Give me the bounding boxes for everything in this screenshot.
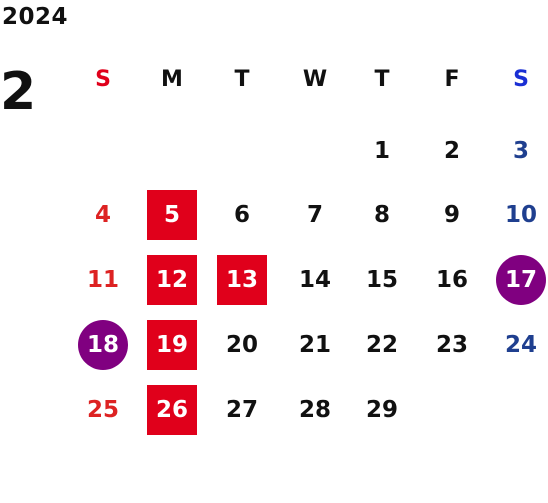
day-cell-24[interactable]: 24 [504,332,537,358]
month-label: 2 [0,62,37,122]
day-cell-12[interactable]: 12 [147,255,197,305]
day-cell-14[interactable]: 14 [298,267,331,293]
day-cell-20[interactable]: 20 [225,332,258,358]
weekday-header-fri: F [444,67,460,92]
day-cell-4[interactable]: 4 [94,202,111,228]
day-cell-29[interactable]: 29 [365,397,398,423]
weekday-header-mon: M [161,67,183,92]
weekday-header-thu: T [374,67,390,92]
day-cell-5[interactable]: 5 [147,190,197,240]
weekday-header-sun: S [95,67,111,92]
day-cell-27[interactable]: 27 [225,397,258,423]
weekday-header-tue: T [234,67,250,92]
day-cell-1[interactable]: 1 [373,138,390,164]
day-cell-23[interactable]: 23 [435,332,468,358]
day-cell-28[interactable]: 28 [298,397,331,423]
year-label: 2024 [2,4,69,30]
day-cell-26[interactable]: 26 [147,385,197,435]
day-cell-19[interactable]: 19 [147,320,197,370]
day-cell-22[interactable]: 22 [365,332,398,358]
day-cell-8[interactable]: 8 [373,202,390,228]
day-cell-17[interactable]: 17 [496,255,546,305]
day-cell-25[interactable]: 25 [86,397,119,423]
weekday-header-wed: W [302,67,328,92]
day-cell-9[interactable]: 9 [443,202,460,228]
weekday-header-sat: S [513,67,529,92]
day-cell-3[interactable]: 3 [512,138,529,164]
day-cell-18[interactable]: 18 [78,320,128,370]
day-cell-7[interactable]: 7 [306,202,323,228]
day-cell-13[interactable]: 13 [217,255,267,305]
day-cell-15[interactable]: 15 [365,267,398,293]
day-cell-2[interactable]: 2 [443,138,460,164]
day-cell-6[interactable]: 6 [233,202,250,228]
day-cell-21[interactable]: 21 [298,332,331,358]
day-cell-11[interactable]: 11 [86,267,119,293]
day-cell-16[interactable]: 16 [435,267,468,293]
day-cell-10[interactable]: 10 [504,202,537,228]
